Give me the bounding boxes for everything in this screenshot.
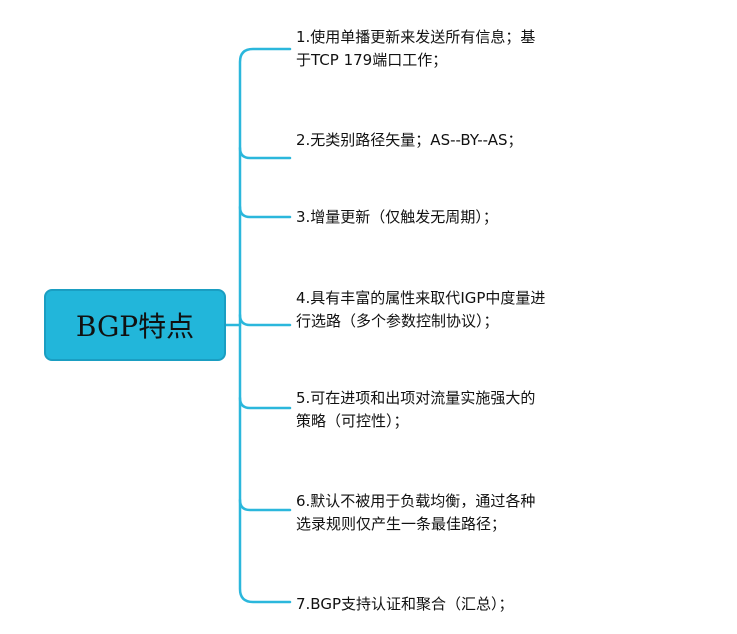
branch-7[interactable]: 7.BGP支持认证和聚合（汇总）； <box>296 595 514 613</box>
branch-4[interactable]: 4.具有丰富的属性来取代IGP中度量进 行选路（多个参数控制协议）； <box>296 289 546 330</box>
branch-connector-5 <box>238 396 292 410</box>
branch-1[interactable]: 1.使用单播更新来发送所有信息；基 于TCP 179端口工作； <box>296 28 536 69</box>
trunk-line <box>238 47 292 604</box>
branch-connector-2 <box>238 146 292 160</box>
root-node[interactable]: BGP特点 <box>44 289 226 361</box>
branch-connector-4 <box>238 313 292 327</box>
branch-connector-6 <box>238 498 292 512</box>
root-label: BGP特点 <box>75 310 195 343</box>
branch-3[interactable]: 3.增量更新（仅触发无周期）； <box>296 208 498 226</box>
branch-2[interactable]: 2.无类别路径矢量；AS--BY--AS； <box>296 131 523 149</box>
branch-6[interactable]: 6.默认不被用于负载均衡，通过各种 选录规则仅产生一条最佳路径； <box>296 492 536 533</box>
branch-5[interactable]: 5.可在进项和出项对流量实施强大的 策略（可控性）； <box>296 389 536 430</box>
branch-connector-3 <box>238 205 292 219</box>
